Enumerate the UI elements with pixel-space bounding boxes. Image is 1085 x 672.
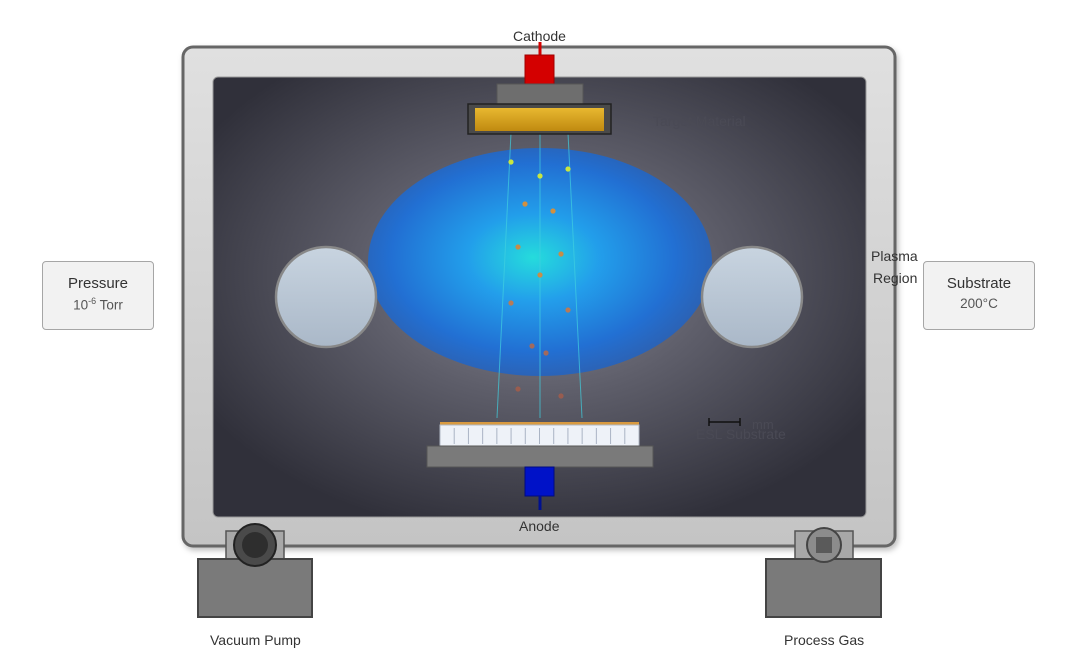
- left-viewport: [274, 245, 378, 349]
- cathode-block: [524, 54, 555, 85]
- particle: [515, 386, 521, 392]
- process-gas-label: Process Gas: [784, 632, 865, 648]
- particle: [558, 251, 564, 257]
- pressure-value: 10-6 Torr: [43, 296, 153, 313]
- vacuum-pump-rotor-center: [242, 532, 268, 558]
- beam-line: [496, 132, 512, 419]
- pressure-value-exponent: -6: [88, 296, 97, 306]
- particle: [543, 350, 549, 356]
- substrate-label: ESL Substrate: [696, 426, 786, 442]
- vacuum-pump-body: [197, 558, 313, 618]
- substrate-box: Substrate 200°C: [923, 261, 1035, 330]
- particle: [515, 244, 521, 250]
- particle: [508, 300, 514, 306]
- substrate-title: Substrate: [946, 275, 1012, 292]
- cathode-mount: [496, 83, 584, 107]
- plasma-region-label-line2: Region: [873, 270, 918, 286]
- scale-bar-label: mm: [752, 417, 774, 432]
- anode-block: [524, 466, 555, 497]
- particle: [550, 208, 556, 214]
- pressure-value-unit: Torr: [96, 297, 123, 313]
- particle: [522, 201, 528, 207]
- particle: [537, 272, 543, 278]
- substrate-grid: [453, 428, 626, 444]
- particle: [508, 159, 514, 165]
- particle: [529, 343, 535, 349]
- target-material: [475, 108, 604, 131]
- cathode-label: Cathode: [513, 28, 566, 44]
- particle: [537, 173, 543, 179]
- gas-valve-square: [816, 537, 832, 553]
- process-gas-body: [765, 558, 882, 618]
- target-material-label: Target Material: [653, 113, 746, 129]
- pressure-title: Pressure: [67, 275, 129, 292]
- particle: [565, 166, 571, 172]
- substrate-temperature: 200°C: [960, 296, 998, 311]
- plasma-region-label-line1: Plasma: [871, 248, 918, 264]
- right-viewport: [700, 245, 804, 349]
- substrate-coating: [440, 422, 639, 426]
- particle: [558, 393, 564, 399]
- pressure-box: Pressure 10-6 Torr: [42, 261, 154, 330]
- sputtered-particles: [508, 159, 571, 399]
- particle: [565, 307, 571, 313]
- substrate-holder: [426, 445, 654, 468]
- pressure-value-base: 10: [73, 297, 89, 313]
- beam-line: [567, 132, 583, 419]
- scale-bar: [708, 418, 741, 426]
- vacuum-pump-label: Vacuum Pump: [210, 632, 301, 648]
- anode-label: Anode: [519, 518, 560, 534]
